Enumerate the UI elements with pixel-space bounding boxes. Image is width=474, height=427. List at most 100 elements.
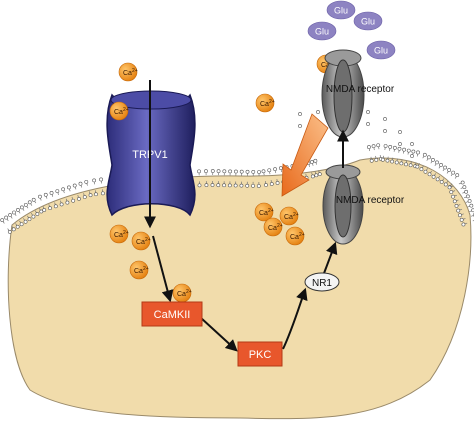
lipid-head [246,184,249,187]
glu-molecule: Glu [354,12,382,30]
lipid-head [440,180,443,183]
lipid-head [455,204,458,207]
lipid-head [1,219,4,222]
lipid-head [377,144,380,147]
lipid-head [99,178,102,181]
lipid-head [412,150,415,153]
lipid-head [66,201,69,204]
lipid-head [28,218,31,221]
lipid-head [381,158,384,161]
lipid-head [72,199,75,202]
lipid-head [28,201,31,204]
lipid-head [375,158,378,161]
lipid-head [383,117,386,120]
lipid-head [466,195,469,198]
lipid-head [32,198,35,201]
lipid-head [20,223,23,226]
lipid-head [217,184,220,187]
lipid-head [420,168,423,171]
lipid-head [217,170,220,173]
lipid-head [395,161,398,164]
lipid-head [228,184,231,187]
lipid-head [223,170,226,173]
lipid-head [32,215,35,218]
nmda-receptor-bottom-label: NMDA receptor [336,195,405,206]
lipid-head [435,161,438,164]
lipid-head [94,193,97,196]
lipid-head [229,170,232,173]
lipid-head [416,165,419,168]
lipid-head [205,184,208,187]
lipid-head [409,164,412,167]
camkii-box: CaMKII [142,302,202,326]
lipid-head [448,168,451,171]
lipid-head [456,174,459,177]
lipid-head [468,199,471,202]
ca-ion: Ca2+ [119,63,138,81]
lipid-head [234,184,237,187]
lipid-head [400,162,403,165]
lipid-head [439,163,442,166]
lipid-head [398,130,401,133]
lipid-head [8,230,11,233]
lipid-head [89,194,92,197]
lipid-head [5,216,8,219]
lipid-head [62,188,65,191]
lipid-head [268,169,271,172]
lipid-head [450,190,453,193]
lipid-head [410,142,413,145]
pkc-label: PKC [249,349,272,361]
lipid-head [8,213,11,216]
lipid-head [315,174,318,177]
lipid-head [436,178,439,181]
lipid-head [366,122,369,125]
lipid-head [50,191,53,194]
lipid-head [38,195,41,198]
lipid-head [198,184,201,187]
lipid-head [391,160,394,163]
lipid-head [56,190,59,193]
lipid-head [276,181,279,184]
lipid-head [79,182,82,185]
lipid-head [60,203,63,206]
lipid-head [246,170,249,173]
lipid-head [93,179,96,182]
lipid-head [393,146,396,149]
lipid-head [257,170,260,173]
lipid-head [310,160,313,163]
lipid-head [372,145,375,148]
glu-label: Glu [315,27,329,37]
camkii-label: CaMKII [154,309,191,321]
lipid-head [316,110,319,113]
lipid-head [461,181,464,184]
lipid-head [383,129,386,132]
lipid-head [234,170,237,173]
lipid-head [462,223,465,226]
nr1-node: NR1 [305,273,339,291]
lipid-head [240,170,243,173]
lipid-head [85,180,88,183]
lipid-head [20,206,23,209]
lipid-head [398,147,401,150]
lipid-head [197,170,200,173]
lipid-head [403,148,406,151]
lipid-head [101,192,104,195]
glu-label: Glu [361,17,375,27]
lipid-head [298,124,301,127]
lipid-head [389,145,392,148]
lipid-head [211,169,214,172]
lipid-head [453,200,456,203]
lipid-head [273,168,276,171]
lipid-head [83,195,86,198]
lipid-head [311,175,314,178]
lipid-head [318,173,321,176]
lipid-head [298,112,301,115]
lipid-head [428,173,431,176]
nr1-label: NR1 [312,278,332,289]
lipid-head [416,151,419,154]
lipid-head [36,212,39,215]
lipid-head [448,186,451,189]
lipid-head [12,228,15,231]
